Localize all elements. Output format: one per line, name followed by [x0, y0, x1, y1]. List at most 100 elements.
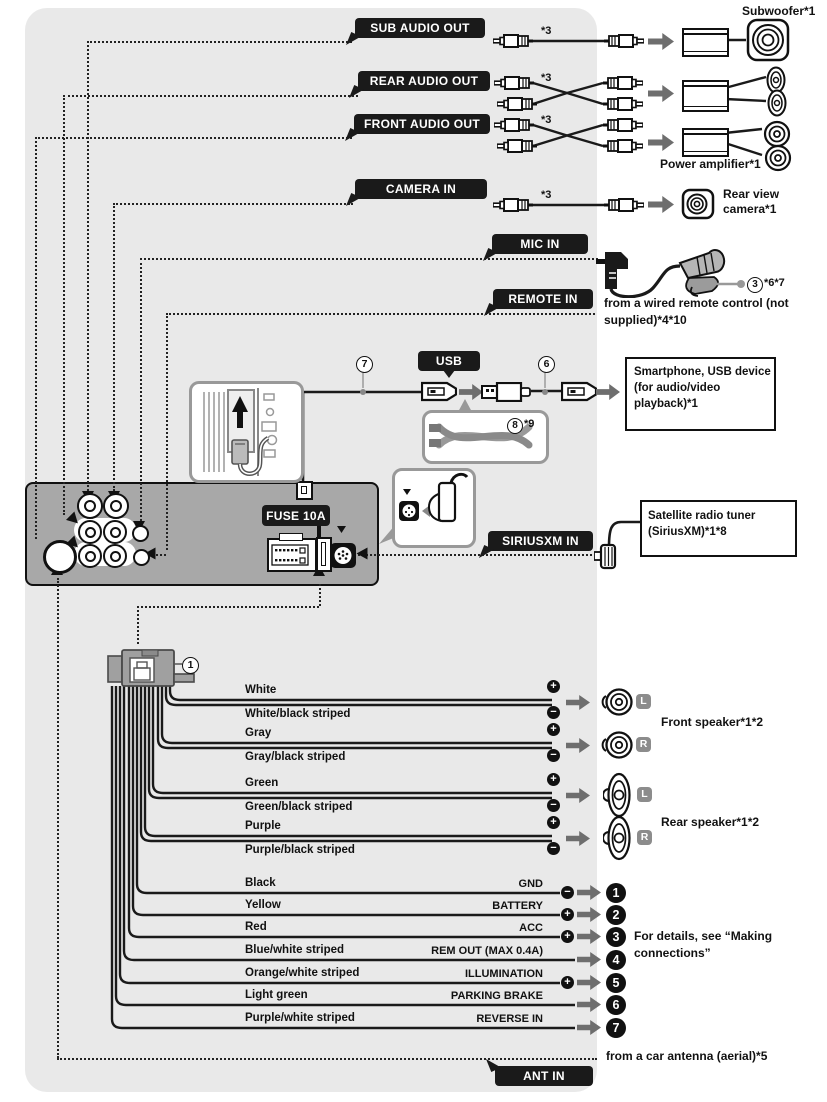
- numbered-circle: 4: [606, 950, 626, 970]
- remote-note: supplied)*4*10: [604, 313, 687, 327]
- wire-terminal-label: REVERSE IN: [476, 1013, 543, 1025]
- making-connections-note: For details, see “Making: [634, 929, 773, 943]
- smartphone-label: (for audio/video: [634, 382, 721, 394]
- rca-plug-icon: [603, 97, 643, 111]
- dotted-line-sub: [87, 41, 352, 43]
- rear-speaker-icon: [603, 815, 631, 861]
- label-mic-in: MIC IN: [492, 234, 588, 254]
- plus-terminal-icon: +: [561, 930, 574, 943]
- dotted-line-harness-v2: [137, 606, 139, 644]
- front-speaker-label: Front speaker*1*2: [661, 715, 764, 729]
- usb-cable-bubble: [422, 410, 549, 464]
- wire-terminal-label: ILLUMINATION: [464, 968, 543, 980]
- label-sub-audio-out: SUB AUDIO OUT: [355, 18, 485, 38]
- circled-number-8: 8: [507, 418, 523, 434]
- usb-routing-inset: [189, 381, 304, 483]
- numbered-circle: 2: [606, 905, 626, 925]
- down-pointer-icon: [337, 526, 346, 533]
- usb-plug-icon: [481, 382, 531, 402]
- mic-in-jack: [132, 525, 149, 542]
- usb-routing-drawing: [203, 388, 278, 476]
- cable-note-front: *3: [541, 114, 552, 126]
- microphone-icon: [596, 249, 745, 298]
- dotted-line-remote-v: [166, 313, 168, 550]
- rca-plug-icon: [497, 97, 537, 111]
- plus-terminal-icon: +: [547, 816, 560, 829]
- camera-in-jack: [103, 493, 129, 519]
- rca-plug-icon: [604, 34, 644, 48]
- rear-out-jack-r: [103, 520, 127, 544]
- dotted-line-front: [35, 137, 352, 139]
- plus-terminal-icon: +: [547, 773, 560, 786]
- siriusxm-plug-drawing: [399, 472, 469, 523]
- front-speaker-icon: [764, 144, 792, 172]
- front-speaker-icon: [601, 731, 633, 759]
- smartphone-label: playback)*1: [634, 398, 698, 410]
- usb-port: [296, 481, 313, 500]
- remote-in-jack: [133, 549, 150, 566]
- dotted-line-harness: [137, 606, 319, 608]
- circled-number-6: 6: [538, 356, 555, 373]
- fuse-label-tail: [317, 526, 321, 537]
- label-remote-in: REMOTE IN: [493, 289, 593, 309]
- numbered-circle: 7: [606, 1018, 626, 1038]
- rear-speaker-label: Rear speaker*1*2: [661, 815, 760, 829]
- wire-terminal-label: BATTERY: [492, 900, 543, 912]
- label-front-audio-out: FRONT AUDIO OUT: [354, 114, 490, 134]
- dotted-line-camera: [113, 203, 353, 205]
- satellite-tuner-box: [640, 500, 797, 557]
- siriusxm-plug-icon: [594, 543, 617, 570]
- wire-color-label: Blue/white striped: [245, 944, 345, 956]
- wire-terminal-label: PARKING BRAKE: [450, 990, 543, 1002]
- label-siriusxm-in: SIRIUSXM IN: [488, 531, 593, 551]
- dotted-line-rear-v: [63, 95, 65, 515]
- satellite-tuner-label: Satellite radio tuner: [648, 510, 756, 522]
- wire-terminal-label: GND: [518, 878, 543, 890]
- label-camera-in: CAMERA IN: [355, 179, 487, 199]
- crossed-cables-icon: [429, 423, 533, 449]
- channel-badge: L: [637, 787, 652, 802]
- rear-out-jack-l: [78, 520, 102, 544]
- numbered-circle: 5: [606, 973, 626, 993]
- dotted-line-mic: [140, 258, 598, 260]
- power-amplifier-label: Power amplifier*1: [660, 157, 761, 171]
- wire-color-label: Light green: [245, 989, 308, 1001]
- minus-terminal-icon: −: [561, 886, 574, 899]
- rear-view-camera-label: camera*1: [723, 202, 777, 216]
- cable-note-rear: *3: [541, 72, 552, 84]
- siriusxm-plug-inset: [392, 468, 476, 548]
- wire-color-label: Purple/white striped: [245, 1012, 355, 1024]
- wire-color-label: Green/black striped: [245, 801, 353, 813]
- harness-connector-icon: [107, 649, 195, 687]
- rca-plug-icon: [493, 34, 533, 48]
- remote-note: from a wired remote control (not: [604, 296, 789, 310]
- circled-number-7: 7: [356, 356, 373, 373]
- plus-terminal-icon: +: [561, 976, 574, 989]
- numbered-circle: 1: [606, 883, 626, 903]
- dotted-line-remote-jack: [152, 554, 166, 556]
- rear-speaker-icon: [767, 89, 787, 117]
- wire-color-label: Gray/black striped: [245, 751, 346, 763]
- dotted-line-antenna-v: [57, 578, 59, 1058]
- plus-terminal-icon: +: [547, 680, 560, 693]
- wire-color-label: White/black striped: [245, 708, 351, 720]
- minus-terminal-icon: −: [547, 706, 560, 719]
- amplifier-box: [682, 28, 729, 57]
- wire-color-label: Gray: [245, 727, 272, 739]
- minus-terminal-icon: −: [547, 749, 560, 762]
- wire-terminal-label: ACC: [519, 922, 543, 934]
- mic-ref-note: *6*7: [764, 277, 785, 289]
- rear-speaker-icon: [603, 772, 631, 818]
- dotted-line-front-v: [35, 137, 37, 539]
- wire-color-label: Purple/black striped: [245, 844, 355, 856]
- amplifier-box: [682, 80, 729, 112]
- label-fuse-10a: FUSE 10A: [262, 505, 330, 526]
- subwoofer-label: Subwoofer*1: [742, 4, 816, 18]
- wire-color-label: Purple: [245, 820, 281, 832]
- making-connections-note: connections”: [634, 946, 711, 960]
- rear-view-camera-label: Rear view: [723, 187, 780, 201]
- wire-terminal-label: REM OUT (MAX 0.4A): [431, 945, 543, 957]
- label-usb: USB: [418, 351, 480, 371]
- dotted-line-siriusxm: [358, 554, 596, 556]
- channel-badge: L: [636, 694, 651, 709]
